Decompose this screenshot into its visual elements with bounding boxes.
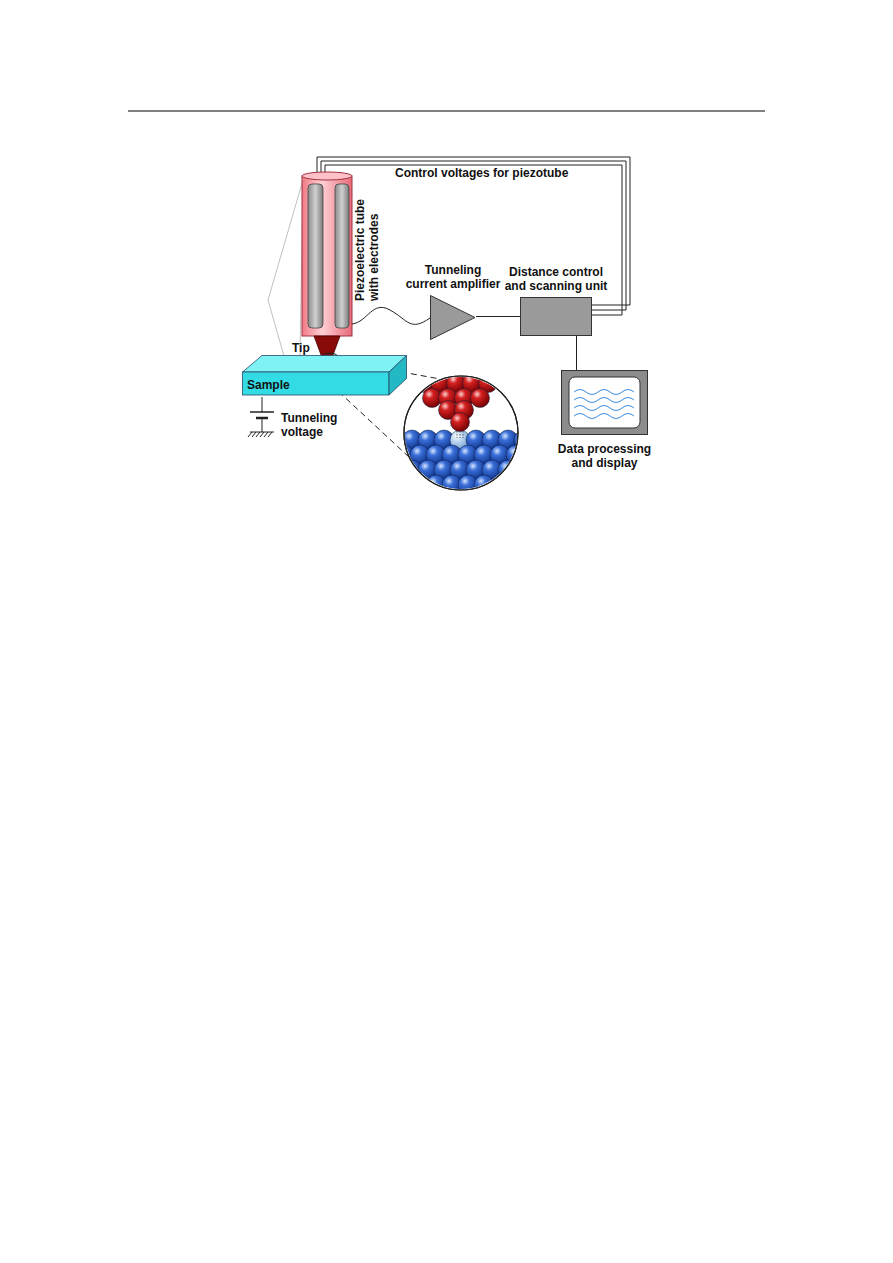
voltage-source [248, 397, 274, 437]
atom [506, 475, 526, 495]
signal-line [576, 336, 577, 370]
annotation: Tunneling voltage [281, 411, 353, 439]
header-rule [128, 111, 765, 112]
atom [451, 413, 470, 432]
amplifier-symbol: Tunneling current amplifier [430, 295, 476, 341]
display-monitor: Data processing and display [561, 370, 648, 435]
tunnel-gap [457, 431, 458, 438]
magnified-view [404, 376, 518, 490]
node-shape [430, 295, 476, 341]
annotation: Control voltages for piezotube [395, 166, 615, 180]
current-wire [352, 307, 430, 324]
node-label: Tunneling current amplifier [403, 263, 503, 291]
annotation: Tip [292, 341, 316, 355]
atoms [386, 374, 534, 496]
node-label: Sample [247, 378, 290, 392]
atom [394, 475, 414, 495]
perspective-lines [268, 180, 303, 356]
control-wires [317, 157, 630, 315]
atom [514, 460, 534, 480]
atom [386, 460, 406, 480]
annotation: Piezoelectric tube with electrodes [353, 179, 381, 301]
control-unit-box: Distance control and scanning unit [520, 297, 592, 336]
tunnel-gap [463, 431, 464, 438]
signal-line [476, 316, 520, 317]
node-shape [520, 297, 592, 336]
node-label: Data processing and display [553, 442, 657, 470]
atom [471, 389, 490, 408]
node-shape [561, 370, 648, 435]
atom [490, 475, 510, 495]
atom [498, 460, 518, 480]
tunnel-gap [460, 431, 461, 438]
sample-block: Sample [242, 355, 407, 396]
magnified-border [404, 376, 518, 490]
atom [386, 430, 406, 450]
node-label: Distance control and scanning unit [501, 265, 611, 293]
